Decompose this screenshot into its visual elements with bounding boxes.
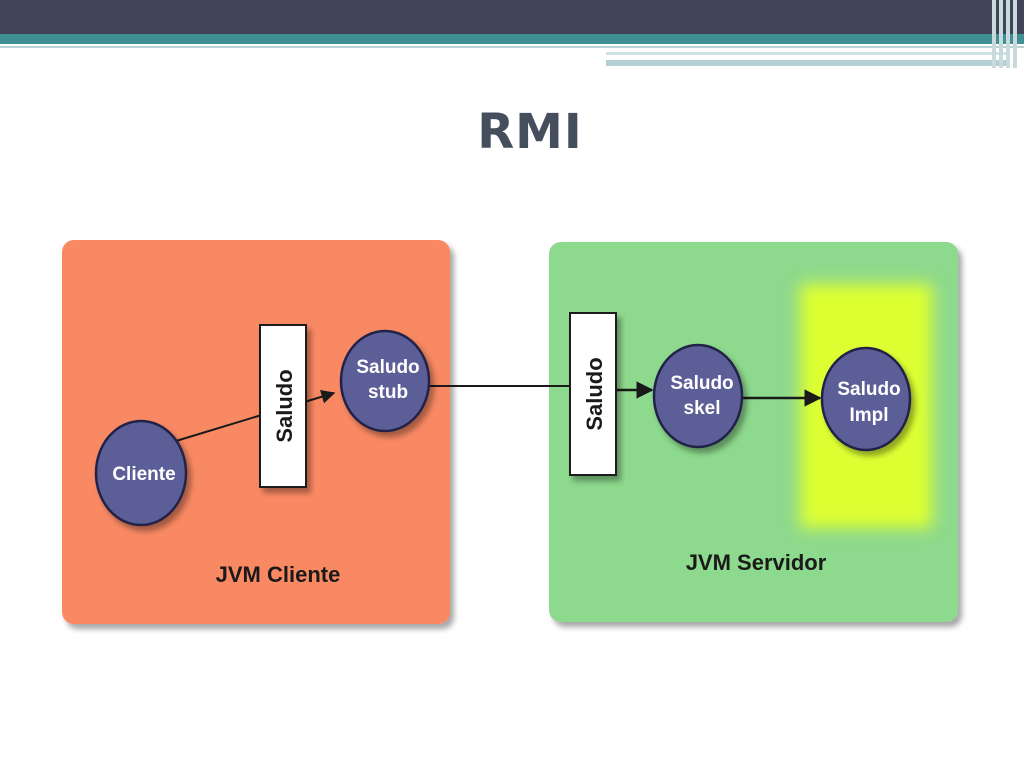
header-stripe-2 <box>999 0 1003 68</box>
header-stripe-4 <box>1013 0 1017 68</box>
server-interface-box: Saludo <box>569 312 617 476</box>
header-stripe-1 <box>992 0 996 68</box>
server-interface-label: Saludo <box>582 357 607 430</box>
slide-header-bars <box>0 0 1024 68</box>
client-interface-box: Saludo <box>259 324 307 488</box>
node-skel: Saludo skel <box>652 343 744 449</box>
slide-title: RMI <box>477 104 583 160</box>
edge-cliente-to-interface <box>175 389 336 442</box>
client-jvm-label: JVM Cliente <box>216 562 341 587</box>
header-accent-line <box>606 52 1006 55</box>
header-thin-line <box>0 46 1024 48</box>
client-jvm-box: JVM Cliente <box>62 240 450 624</box>
header-teal-bar <box>0 34 1024 44</box>
node-impl: Saludo Impl <box>820 346 912 452</box>
node-stub-label-line1: Saludo <box>356 357 419 378</box>
client-interface-label: Saludo <box>272 369 297 442</box>
node-cliente-label: Cliente <box>112 464 175 485</box>
node-impl-label-line1: Saludo <box>837 379 900 400</box>
server-jvm-label: JVM Servidor <box>686 550 827 575</box>
node-impl-label-line2: Impl <box>849 405 888 426</box>
header-dark-bar <box>0 0 1024 34</box>
header-stripe-3 <box>1006 0 1010 68</box>
node-skel-label-line1: Saludo <box>670 373 733 394</box>
node-stub: Saludo stub <box>339 329 431 433</box>
node-cliente: Cliente <box>94 419 188 527</box>
header-accent-line-2 <box>606 60 1006 66</box>
node-stub-label-line2: stub <box>368 382 408 403</box>
node-skel-label-line2: skel <box>684 398 721 419</box>
